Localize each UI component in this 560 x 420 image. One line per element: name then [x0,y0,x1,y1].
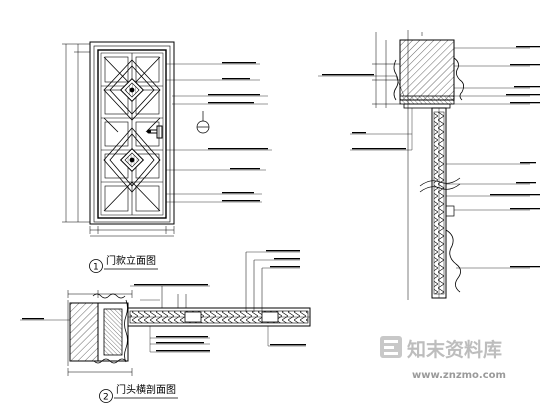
vertical-section-leaders [318,47,530,269]
watermark-brand-text: 知末资料库 [407,338,502,361]
door-elevation-drawing [62,41,272,237]
elevation-bottom-dimensions [89,226,175,237]
door-head-section-title-block: 2 门头横剖面图 [99,383,178,403]
door-diamond-lattice [103,56,161,212]
elevation-leaders [166,63,272,203]
watermark-url: www.znzmo.com [412,370,506,381]
section-leaders [20,251,306,353]
door-handle [147,125,163,139]
znzmo-watermark: 知末资料库 www.znzmo.com [380,336,506,381]
drawing-number-2: 2 [103,393,109,403]
section-cut-marker [196,111,210,134]
vertical-section-leader-text-placeholders [322,46,540,268]
znzmo-logo-icon [380,336,402,358]
elevation-left-dimensions [62,43,90,223]
door-head-section-drawing [20,251,311,376]
door-rosette-ornaments [119,77,145,173]
door-elevation-title-block: 1 门款立面图 [89,254,158,273]
door-head-section-title: 门头横剖面图 [116,383,176,396]
drawing-number-1: 1 [93,263,99,273]
section-dimensions [67,252,263,376]
door-vertical-section-drawing [318,30,530,300]
door-elevation-title: 门款立面图 [106,254,156,267]
elevation-leader-text-placeholders [208,62,268,202]
section-leader-text-placeholders [22,250,306,352]
